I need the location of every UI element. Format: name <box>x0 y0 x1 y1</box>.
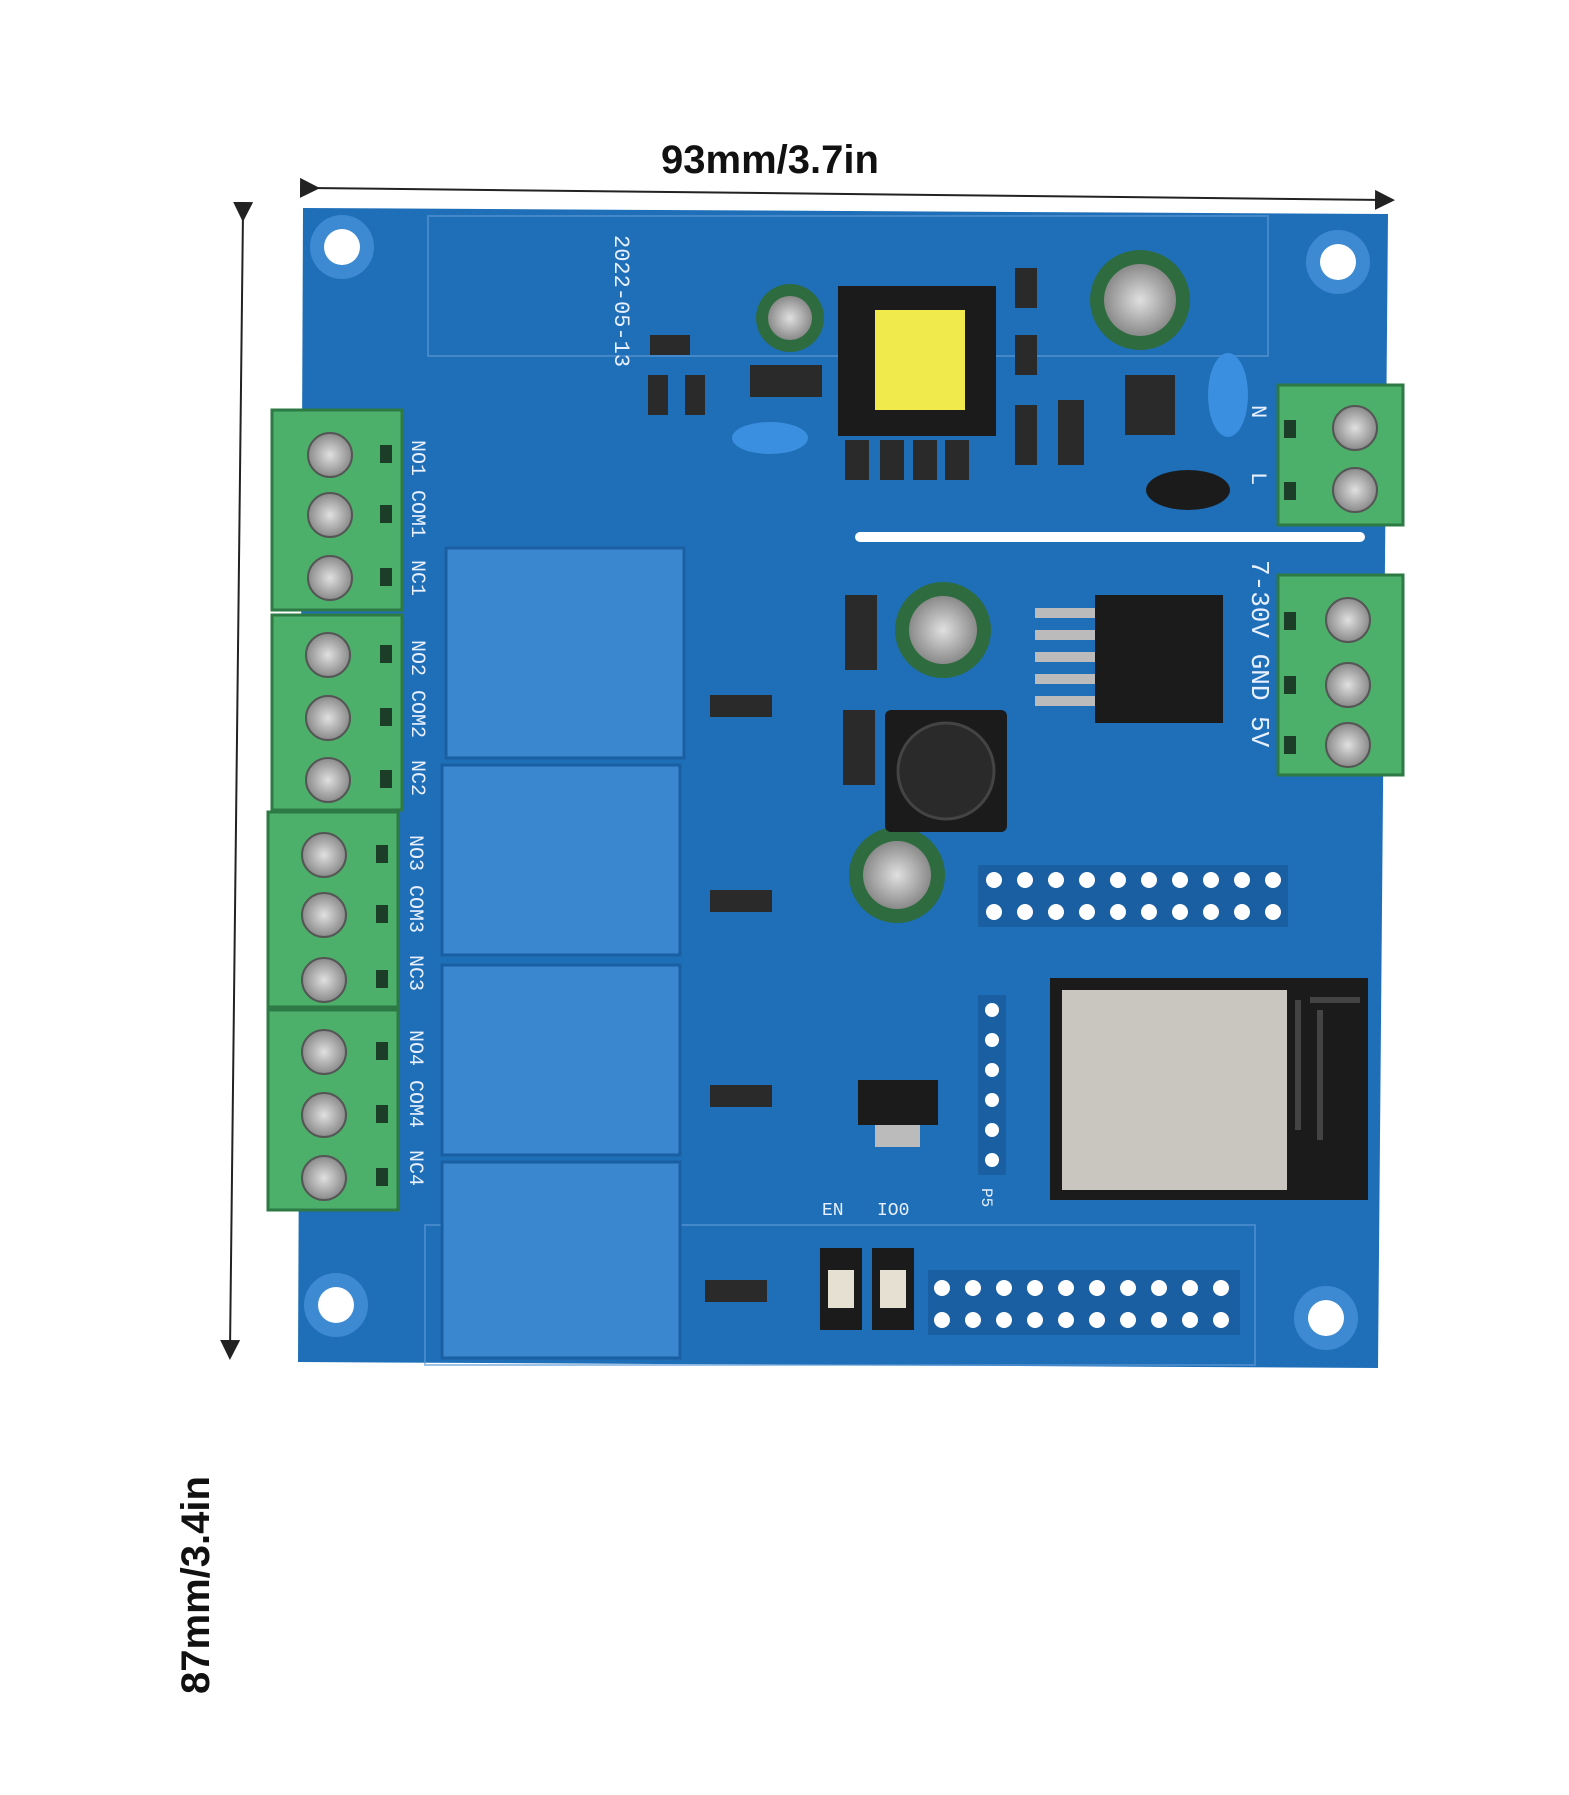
header-p5-label: P5 <box>977 1188 995 1207</box>
label-no1: NO1 <box>405 440 428 476</box>
varistor <box>1146 470 1230 510</box>
width-dimension-label: 93mm/3.7in <box>661 138 879 182</box>
mounting-holes <box>304 215 1370 1350</box>
board-date: 2022-05-13 <box>608 235 633 367</box>
relay-terminal-labels: NO1 COM1 NC1 NO2 COM2 NC2 NO3 COM3 NC3 N… <box>403 440 428 1186</box>
label-nc2: NC2 <box>405 760 428 796</box>
power-input-terminal <box>1276 383 1405 527</box>
terminal-screws <box>301 432 353 1201</box>
capacitors <box>756 250 1190 923</box>
dc-input-terminal <box>1276 573 1405 777</box>
label-l: L <box>1245 472 1270 485</box>
label-no3: NO3 <box>403 835 426 871</box>
button-io0-label: IO0 <box>877 1201 909 1221</box>
label-nc3: NC3 <box>403 955 426 991</box>
wifi-module <box>1050 978 1368 1200</box>
label-no4: NO4 <box>403 1030 426 1066</box>
pin-header-p5 <box>978 995 1006 1175</box>
dc-input-label: 7-30V GND 5V <box>1244 560 1274 748</box>
button-en <box>820 1248 862 1330</box>
regulator-u3 <box>1035 595 1223 723</box>
label-com4: COM4 <box>403 1080 426 1128</box>
isolation-slot <box>855 532 1365 542</box>
regulator-u4 <box>858 1080 938 1147</box>
width-dimension-arrow <box>299 177 1395 210</box>
pcb-photo: NO1 COM1 NC1 NO2 COM2 NC2 NO3 COM3 NC3 N… <box>220 177 1405 1368</box>
label-com2: COM2 <box>405 690 428 738</box>
label-no2: NO2 <box>405 640 428 676</box>
label-nc1: NC1 <box>405 560 428 596</box>
label-n: N <box>1245 405 1270 418</box>
transformer <box>838 286 996 436</box>
relays <box>440 546 686 1360</box>
label-com1: COM1 <box>405 490 428 538</box>
inductor-l3 <box>885 710 1007 832</box>
button-io0 <box>872 1248 914 1330</box>
height-dimension-arrow <box>220 201 254 1360</box>
button-en-label: EN <box>822 1201 844 1221</box>
label-nc4: NC4 <box>403 1150 426 1186</box>
label-com3: COM3 <box>403 885 426 933</box>
smd-components <box>648 268 1175 1302</box>
